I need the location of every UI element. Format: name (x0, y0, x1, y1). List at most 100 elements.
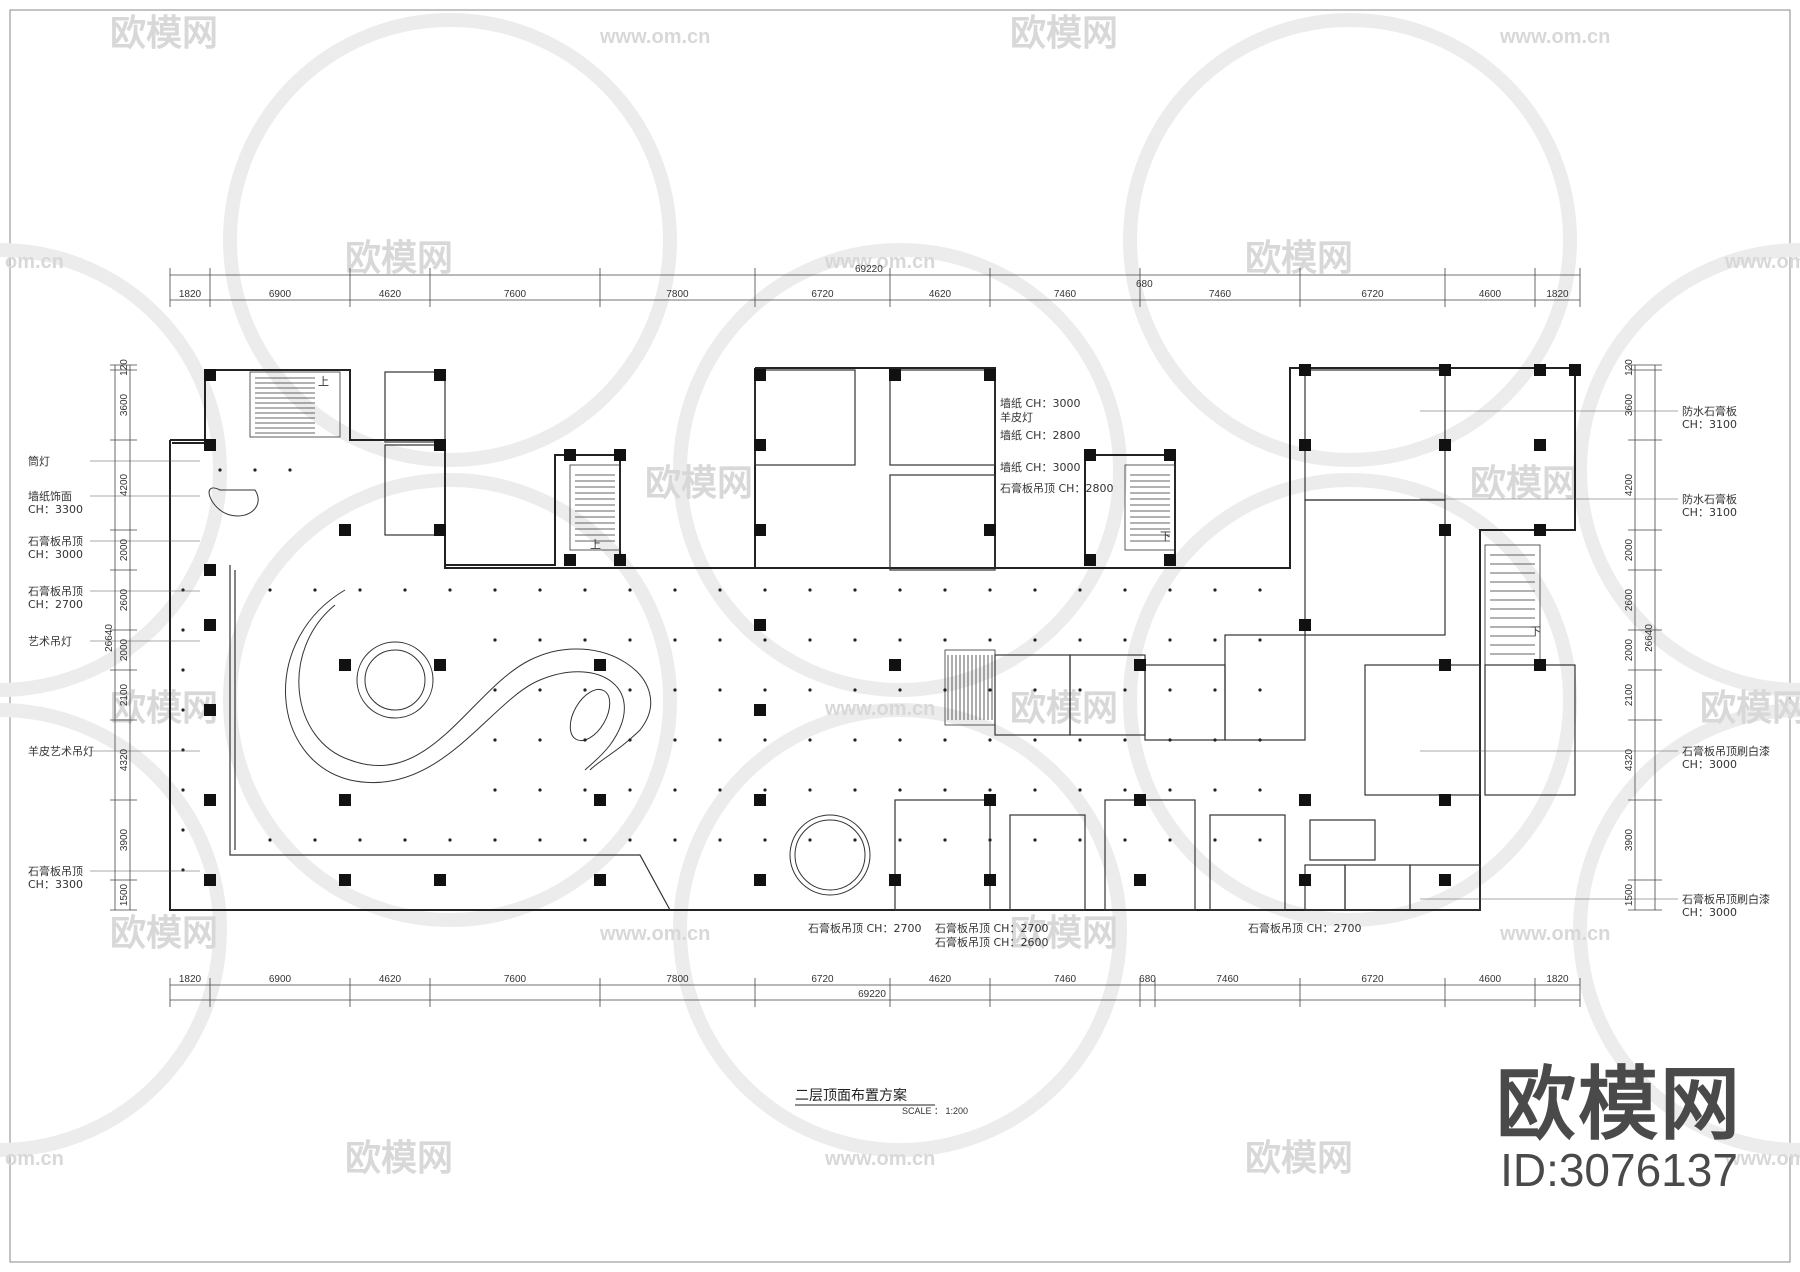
center-annotation: 墙纸 CH：3000 (1000, 396, 1080, 410)
brand-watermark: 欧模网 ID:3076137 (1496, 1065, 1742, 1196)
dim-top-segment: 4620 (379, 289, 402, 300)
column (1134, 874, 1146, 886)
downlight (218, 468, 222, 472)
watermark-url-short: om.cn (5, 1148, 64, 1170)
downlight (943, 788, 947, 792)
dim-bottom-segment: 6900 (269, 974, 292, 985)
downlight (583, 638, 587, 642)
downlight (538, 788, 542, 792)
watermark-url: www.om.cn (1499, 26, 1610, 48)
downlight (718, 838, 722, 842)
left-annotation: 墙纸饰面 (28, 489, 72, 503)
downlight (718, 638, 722, 642)
watermark-url: www.om.cn (599, 923, 710, 945)
downlight (673, 688, 677, 692)
dim-right-segment: 2000 (1624, 538, 1635, 561)
column (1299, 874, 1311, 886)
downlight (1168, 588, 1172, 592)
downlight (1168, 638, 1172, 642)
downlight (763, 838, 767, 842)
downlight (853, 588, 857, 592)
dim-left-segment: 2000 (119, 638, 130, 661)
column (594, 794, 606, 806)
watermark-url: www.om.cn (824, 698, 935, 720)
column (564, 554, 576, 566)
dim-left-segment: 120 (119, 359, 130, 376)
right-annotation: CH：3100 (1682, 506, 1737, 519)
downlight (181, 828, 185, 832)
downlight (181, 788, 185, 792)
dim-left-segment: 2100 (119, 683, 130, 706)
watermark-url: www.om.cn (824, 1148, 935, 1170)
downlight (181, 628, 185, 632)
column (434, 659, 446, 671)
brand-name: 欧模网 (1496, 1058, 1742, 1152)
watermark-brand: 欧模网 (345, 237, 453, 278)
column (1439, 874, 1451, 886)
right-annotation: 石膏板吊顶刷白漆 (1682, 892, 1770, 906)
downlight (583, 838, 587, 842)
downlight (1123, 788, 1127, 792)
downlight (1123, 638, 1127, 642)
downlight (1213, 588, 1217, 592)
dim-right-segment: 120 (1624, 359, 1635, 376)
downlight (1078, 838, 1082, 842)
column (754, 369, 766, 381)
bottom-annotation: 石膏板吊顶 CH：2700 (1248, 921, 1361, 935)
column (1534, 364, 1546, 376)
downlight (1123, 588, 1127, 592)
dim-top-segment: 6720 (811, 289, 834, 300)
downlight (358, 838, 362, 842)
downlight (313, 838, 317, 842)
column (204, 369, 216, 381)
left-annotation: 石膏板吊顶 (28, 864, 83, 878)
downlight (1168, 688, 1172, 692)
column (1439, 439, 1451, 451)
dim-bottom-segment: 4600 (1479, 974, 1502, 985)
dim-right-segment: 2600 (1624, 588, 1635, 611)
downlight (898, 738, 902, 742)
downlight (1078, 688, 1082, 692)
downlight (898, 688, 902, 692)
dim-top-segment: 1820 (1546, 289, 1569, 300)
column (754, 794, 766, 806)
watermark-brand: 欧模网 (1010, 12, 1118, 53)
left-annotation: 筒灯 (28, 454, 50, 468)
left-annotation: 石膏板吊顶 (28, 584, 83, 598)
dim-right-segment: 1500 (1624, 883, 1635, 906)
dim-left-segment: 4320 (119, 748, 130, 771)
downlight (853, 638, 857, 642)
dim-top-segment: 1820 (179, 289, 202, 300)
downlight (1078, 588, 1082, 592)
downlight (718, 788, 722, 792)
downlight (253, 468, 257, 472)
downlight (1033, 588, 1037, 592)
dim-bottom-segment: 4620 (379, 974, 402, 985)
right-annotation: 石膏板吊顶刷白漆 (1682, 744, 1770, 758)
watermark-url: www.om.cn (1499, 923, 1610, 945)
column (339, 874, 351, 886)
dim-top-segment: 7600 (504, 289, 527, 300)
watermark-brand: 欧模网 (645, 462, 753, 503)
left-annotation: CH：3300 (28, 878, 83, 891)
dim-bottom-segment: 7600 (504, 974, 527, 985)
column (434, 369, 446, 381)
downlight (1033, 688, 1037, 692)
downlight (763, 688, 767, 692)
dim-left-segment: 3900 (119, 828, 130, 851)
downlight (988, 738, 992, 742)
downlight (1033, 788, 1037, 792)
dim-top-segment: 6720 (1361, 289, 1384, 300)
downlight (1213, 638, 1217, 642)
center-annotation: 墙纸 CH：2800 (1000, 428, 1080, 442)
column (754, 619, 766, 631)
column (1299, 364, 1311, 376)
watermark-url: www.om.cn (824, 251, 935, 273)
downlight (1213, 688, 1217, 692)
downlight (1123, 688, 1127, 692)
downlight (313, 588, 317, 592)
stairs (249, 371, 1541, 726)
watermark-brand: 欧模网 (110, 912, 218, 953)
downlight (763, 638, 767, 642)
